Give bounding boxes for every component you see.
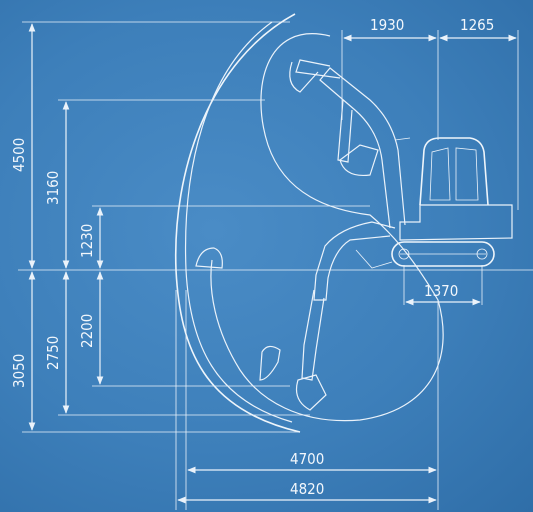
outer-reach-envelope-inner <box>184 21 293 423</box>
dim-label-1930: 1930 <box>370 16 404 34</box>
boom-raised <box>319 67 406 229</box>
upper-body <box>399 204 513 241</box>
boom-lowered <box>313 221 396 301</box>
bucket-outline-ground <box>195 247 223 269</box>
dim-label-2200: 2200 <box>78 314 96 348</box>
bucket-outline-deep <box>259 345 281 381</box>
dim-label-4500: 4500 <box>10 138 28 172</box>
arm-raised <box>337 99 353 163</box>
bucket-lowered <box>295 374 327 411</box>
arm-lowered <box>301 289 325 381</box>
dim-label-1370: 1370 <box>424 282 458 300</box>
dim-label-1265: 1265 <box>460 16 494 34</box>
digging-envelope <box>210 33 444 422</box>
track <box>391 241 495 267</box>
dim-label-1230: 1230 <box>78 224 96 258</box>
dim-label-3050: 3050 <box>10 354 28 388</box>
outer-reach-envelope <box>174 13 301 433</box>
excavator-drawing <box>195 59 513 411</box>
dim-label-4700: 4700 <box>290 450 324 468</box>
dim-label-4820: 4820 <box>290 480 324 498</box>
bucket-raised <box>339 144 379 177</box>
dim-label-2750: 2750 <box>44 336 62 370</box>
dim-label-3160: 3160 <box>44 171 62 205</box>
cab <box>419 137 489 206</box>
